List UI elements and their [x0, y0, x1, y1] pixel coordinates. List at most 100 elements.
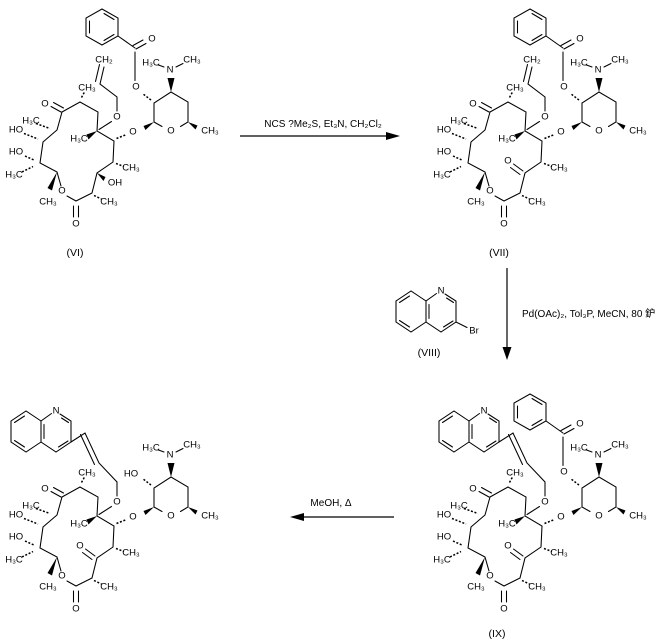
atom-label: O	[129, 127, 136, 138]
atom-label: O	[504, 541, 511, 552]
atom-label: O	[167, 126, 174, 137]
atom-label: N	[438, 286, 445, 297]
atom-label: HO	[437, 125, 451, 136]
atom-label: CH₃	[78, 83, 96, 94]
atom-label: CH₃	[201, 126, 219, 137]
atom-label: HO	[437, 532, 451, 543]
atom-label: O	[486, 186, 493, 197]
atom-label: O	[541, 497, 548, 508]
compound-label-vi: (VI)	[67, 247, 84, 259]
atom-label: H₃C	[498, 134, 516, 145]
atom-label: CH₃	[528, 197, 546, 208]
atom-label: H₃C	[70, 134, 88, 145]
atom-label: CH₃	[122, 548, 140, 559]
atom-label: HO	[9, 510, 23, 521]
atom-label: O	[500, 219, 507, 230]
atom-label: O	[58, 186, 65, 197]
atom-label: CH₃	[183, 440, 201, 451]
atom-label: CH₂	[95, 55, 113, 66]
atom-label: CH₃	[550, 548, 568, 559]
atom-label: N	[481, 406, 488, 417]
atom-label: N	[595, 65, 602, 76]
atom-label: O	[167, 511, 174, 522]
atom-label: O	[541, 112, 548, 123]
atom-label: H₃C	[498, 519, 516, 530]
atom-label: CH₃	[506, 468, 524, 479]
atom-label: CH₂	[523, 55, 541, 66]
atom-label: H₃C	[450, 116, 468, 127]
atom-label: O	[113, 112, 120, 123]
atom-label: H₃C	[142, 443, 160, 454]
atom-label: O	[486, 571, 493, 582]
atom-label: H₃C	[570, 58, 588, 69]
structure-vii	[449, 8, 627, 218]
atom-label: O	[72, 604, 79, 615]
atom-label: CH₃	[506, 83, 524, 94]
atom-label: H₃C	[22, 116, 40, 127]
atom-label: CH₃	[39, 582, 57, 593]
reagents-step3: MeOH, Δ	[310, 498, 351, 509]
atom-label: O	[132, 82, 139, 93]
atom-label: O	[557, 512, 564, 523]
atom-label: O	[76, 541, 83, 552]
atom-label: O	[41, 99, 48, 110]
atom-label: HO	[124, 469, 138, 480]
atom-label: CH₃	[100, 582, 118, 593]
reaction-arrow-1	[240, 132, 400, 140]
atom-label: O	[500, 604, 507, 615]
atom-label: CH₃	[611, 440, 629, 451]
atom-label: O	[560, 467, 567, 478]
atom-label: CH₃	[100, 197, 118, 208]
atom-label: H₃C	[570, 443, 588, 454]
atom-label: H₃C	[5, 555, 23, 566]
atom-label: O	[113, 497, 120, 508]
atom-label: N	[167, 450, 174, 461]
atom-label: O	[595, 511, 602, 522]
atom-label: HO	[9, 532, 23, 543]
atom-label: CH₃	[39, 197, 57, 208]
atom-label: CH₃	[467, 582, 485, 593]
atom-label: H₃C	[70, 519, 88, 530]
atom-label: CH₃	[611, 55, 629, 66]
atom-label: H₃C	[22, 501, 40, 512]
atom-label: O	[576, 34, 583, 45]
compound-label-vii: (VII)	[489, 247, 509, 259]
atom-label: O	[72, 219, 79, 230]
atom-label: H₃C	[142, 58, 160, 69]
atom-label: O	[129, 512, 136, 523]
atom-label: O	[557, 127, 564, 138]
atom-label: O	[148, 34, 155, 45]
reagents-step1: NCS ?Me₂S, Et₃N, CH₂Cl₂	[264, 119, 382, 130]
reagents-step2: Pd(OAc)₂, Tol₃P, MeCN, 80 鈩	[522, 307, 655, 320]
atom-label: O	[595, 126, 602, 137]
atom-label: O	[469, 484, 476, 495]
atom-label: H₃C	[433, 170, 451, 181]
atom-label: CH₃	[629, 511, 647, 522]
atom-label: CH₃	[78, 468, 96, 479]
atom-label: O	[469, 99, 476, 110]
reaction-arrow-3	[290, 513, 394, 521]
atom-label: CH₃	[528, 582, 546, 593]
atom-label: CH₃	[467, 197, 485, 208]
atom-label: O	[58, 571, 65, 582]
atom-label: CH₃	[201, 511, 219, 522]
atom-label: CH₃	[550, 163, 568, 174]
atom-label: N	[595, 450, 602, 461]
atom-label: HO	[437, 510, 451, 521]
atom-label: O	[504, 156, 511, 167]
atom-label: O	[560, 82, 567, 93]
c-br-bond	[455, 321, 468, 329]
atom-label: N	[53, 406, 60, 417]
atom-label: N	[167, 65, 174, 76]
atom-label: H₃C	[433, 555, 451, 566]
atom-label: HO	[437, 147, 451, 158]
atom-label: OH	[108, 178, 122, 189]
atom-label: O	[41, 484, 48, 495]
structure-viii	[395, 290, 468, 333]
atom-label: CH₃	[183, 55, 201, 66]
atom-label: CH₃	[122, 163, 140, 174]
atom-label: H₃C	[450, 501, 468, 512]
compound-label-ix: (IX)	[489, 628, 506, 640]
